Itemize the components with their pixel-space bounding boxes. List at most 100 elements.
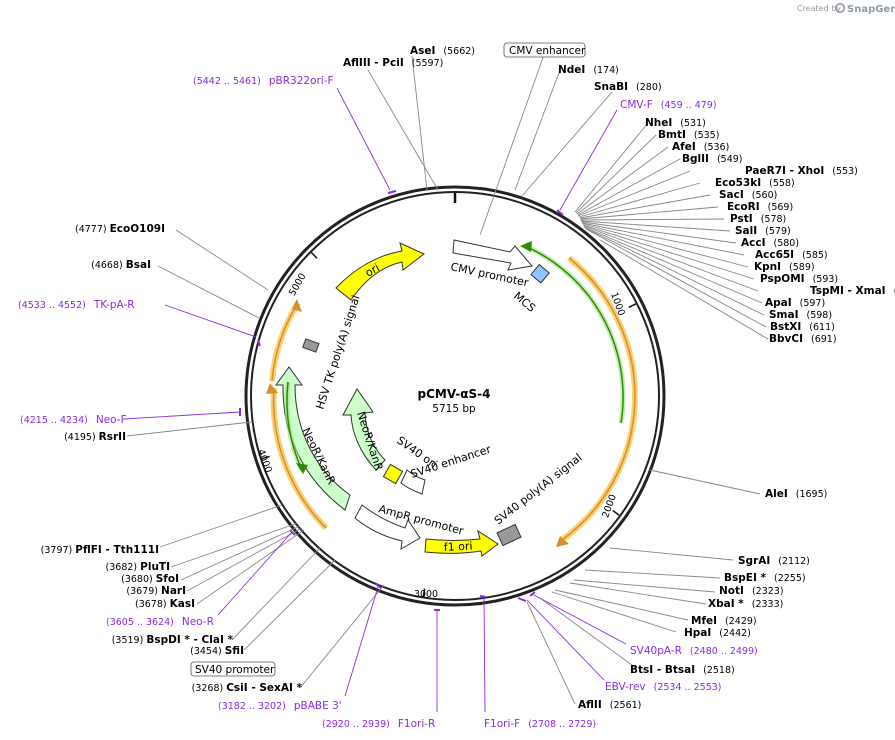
enzyme-name: BspEI [724, 572, 757, 584]
enzyme-pos: (2255) [774, 573, 806, 584]
enzyme-name: XbaI [708, 598, 735, 610]
enzyme-pos: (1695) [796, 489, 828, 500]
neor-kanr-inner-arrow [342, 388, 386, 471]
enzyme-pos: (536) [704, 142, 730, 153]
scale-tick-3000 [422, 588, 426, 597]
enzyme-label-nari: (3679) NarI [126, 585, 186, 597]
enzyme-label-kasi: (3678) KasI [135, 598, 195, 610]
enzyme-pos: (3680) [121, 574, 156, 585]
enzyme-name: AseI [410, 45, 435, 57]
enzyme-pos: (174) [593, 65, 619, 76]
enzyme-pos: (560) [752, 190, 778, 201]
sv40-enhancer-arrow [400, 469, 426, 495]
enzyme-pos: (596) [894, 286, 895, 297]
feature-label-mcs: MCS [511, 289, 538, 314]
enzyme-pos: (4195) [64, 432, 99, 443]
orange-orf-left-lower-core [272, 387, 327, 529]
mcs-box [530, 263, 550, 284]
snapgene-logo-icon [834, 3, 845, 13]
orange-orf-right-core [561, 257, 636, 541]
enzyme-pos: (585) [802, 250, 828, 261]
enzyme-pos: (691) [811, 334, 837, 345]
plasmid-name: pCMV-αS-4 [418, 387, 491, 401]
enzyme-name: PspOMI [760, 273, 805, 285]
orange-orf-left [269, 301, 301, 382]
enzyme-label-bmti: BmtI(535) [658, 129, 719, 141]
enzyme-label-mfei: MfeI (2429) [691, 615, 757, 627]
enzyme-label-rsrii: (4195) RsrII [64, 431, 126, 443]
enzyme-pos: (569) [768, 202, 794, 213]
feature-label-f1-ori: f1 ori [443, 540, 472, 554]
primer-range: (4215 .. 4234) [20, 415, 88, 426]
enzyme-name: AflII [578, 699, 602, 711]
enzyme-pos: (558) [769, 178, 795, 189]
enzyme-label-sfii: (3454) SfiI [190, 645, 244, 657]
primer-label-neo-f: (4215 .. 4234) Neo-F [20, 414, 127, 426]
enzyme-name: PstI [730, 213, 753, 225]
enzyme-label-xbai: XbaI *(2333) [708, 598, 783, 610]
enzyme-suffix: * [735, 598, 745, 610]
primer-label-pbr322ori-f: (5442 .. 5461)pBR322ori-F [193, 75, 334, 87]
enzyme-pos: (2323) [752, 586, 784, 597]
enzyme-name: TspMI [810, 285, 844, 297]
enzyme-suffix: * [757, 572, 767, 584]
enzyme-name: RsrII [99, 431, 126, 443]
primer-name: EBV-rev [605, 681, 646, 693]
enzyme-suffix: - XhoI [786, 165, 824, 177]
enzyme-pos: (611) [809, 322, 835, 333]
enzyme-suffix: - Tth111I [102, 544, 159, 556]
enzyme-label-eco53ki: Eco53kI (558) [715, 177, 795, 189]
orange-orf-left-lower-head [266, 383, 278, 394]
enzyme-name: NheI [645, 117, 672, 129]
primer-name: Neo-F [96, 414, 127, 426]
enzyme-name: Eco53kI [715, 177, 761, 189]
primer-label-neo-r: (3605 .. 3624)Neo-R [106, 616, 214, 628]
enzyme-pos: (3679) [126, 586, 161, 597]
enzyme-name: CsiI [226, 682, 247, 694]
enzyme-label-acci: AccI(580) [741, 237, 799, 249]
enzyme-name: PflFI [75, 544, 102, 556]
enzyme-label-saci: SacI(560) [719, 189, 777, 201]
primer-label-sv40pa-r: SV40pA-R(2480 .. 2499) [630, 645, 758, 657]
enzyme-pos: (4668) [91, 260, 126, 271]
enzyme-name: NotI [719, 585, 744, 597]
enzyme-label-alei: AleI(1695) [765, 488, 827, 500]
primer-label-f1ori-f: F1ori-F(2708 .. 2729) [484, 718, 596, 730]
enzyme-name: PaeR7I [745, 165, 786, 177]
scale-tick-2000 [612, 509, 620, 516]
enzyme-name: BmtI [658, 129, 686, 141]
primer-range: (2534 .. 2553) [654, 682, 722, 693]
enzyme-name: BglII [682, 153, 709, 165]
feature-label-sv40-polya: SV40 poly(A) signal [492, 451, 585, 527]
enzyme-name: Acc65I [755, 249, 794, 261]
enzyme-label-asei: AseI(5662) [410, 45, 475, 57]
scale-tick-label-3000: 3000 [414, 589, 438, 600]
enzyme-name: EcoO109I [110, 223, 165, 235]
enzyme-label-sfoi: (3680) SfoI [121, 573, 179, 585]
ori-arrow [335, 242, 425, 301]
enzyme-pos: (2429) [725, 616, 757, 627]
enzyme-suffix: - BtsaI [653, 664, 695, 676]
enzyme-label-aflii: AflII(2561) [578, 699, 641, 711]
primer-leader-lines [123, 87, 627, 713]
hsv-tk-polya-box [302, 338, 320, 353]
enzyme-name: MfeI [691, 615, 717, 627]
enzyme-name: KasI [170, 598, 195, 610]
sv40-polya-box [496, 523, 522, 547]
enzyme-label-afei: AfeI(536) [672, 141, 729, 153]
enzyme-pos: (3678) [135, 599, 170, 610]
enzyme-label-bspdi: (3519) BspDI * - ClaI * [112, 634, 234, 646]
enzyme-pos: (598) [807, 310, 833, 321]
orange-orf-left-head [292, 299, 302, 312]
created-by-text: Created by [797, 4, 841, 13]
enzyme-pos: (589) [789, 262, 815, 273]
enzyme-suffix: - PciI [371, 57, 404, 69]
enzyme-name: EcoRI [727, 201, 760, 213]
primer-name: CMV-F [620, 99, 653, 111]
green-orf-right-head [520, 241, 532, 252]
snapgene-brand-text: SnapGene [847, 4, 895, 15]
enzyme-label-noti: NotI (2323) [719, 585, 784, 597]
plasmid-length: 5715 bp [432, 403, 476, 415]
primer-name: F1ori-F [484, 718, 520, 730]
